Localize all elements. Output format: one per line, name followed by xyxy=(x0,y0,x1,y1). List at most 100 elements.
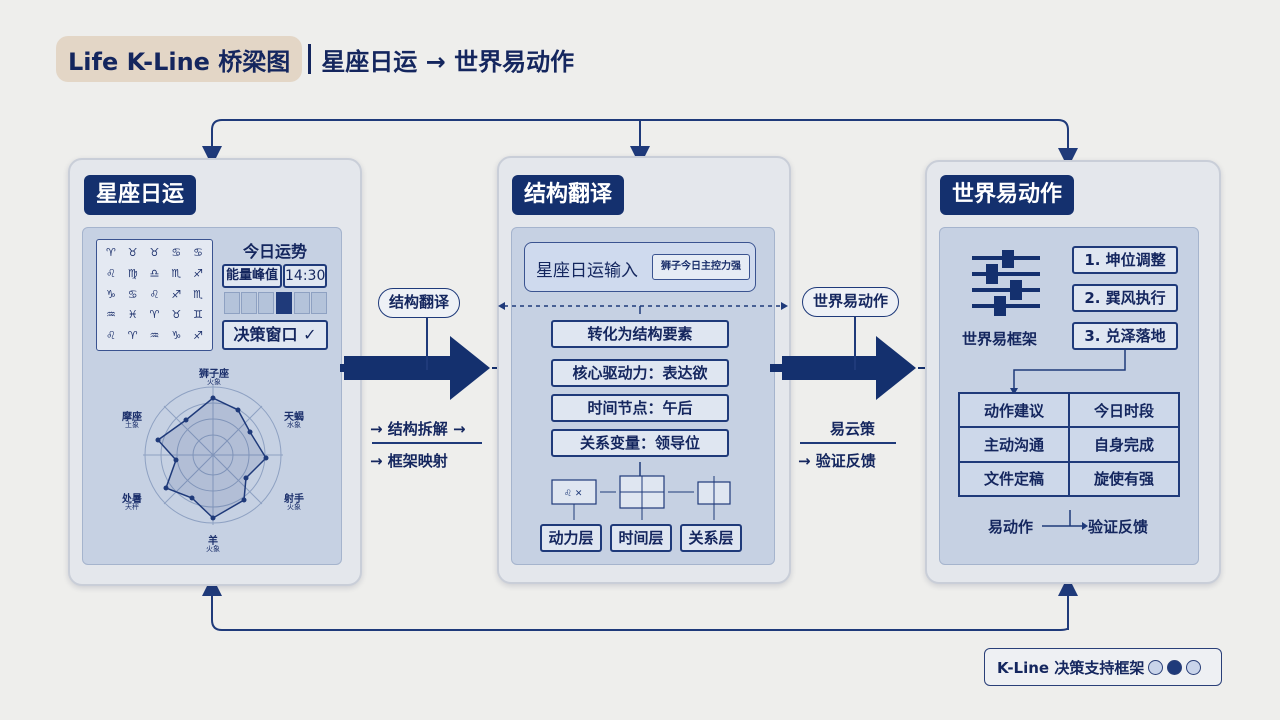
sliders-icon xyxy=(972,250,1040,316)
energy-peak-label: 能量峰值 xyxy=(222,264,282,288)
zodiac-glyph: ♑ xyxy=(105,287,116,301)
framework-label: 世界易框架 xyxy=(962,330,1038,348)
radar-sublabel-right: 水象 xyxy=(287,421,301,429)
svg-text:♌ ✕: ♌ ✕ xyxy=(564,489,582,499)
zodiac-glyph: ♌ xyxy=(105,266,116,280)
action-table-cell: 动作建议 xyxy=(959,393,1069,428)
legend-dot-light xyxy=(1186,659,1202,675)
action-table-cell: 今日时段 xyxy=(1069,393,1179,428)
zodiac-radar xyxy=(143,385,283,525)
radar-label-right: 天蝎 xyxy=(284,412,304,423)
fortune-title: 今日运势 xyxy=(243,242,308,261)
zodiac-glyph: ♊ xyxy=(193,308,204,322)
world-step-3: 3. 兑泽落地 xyxy=(1072,322,1178,350)
arrow2-label-1: 易云策 xyxy=(830,420,876,438)
arrow1-oval: 结构翻译 xyxy=(378,288,461,318)
arrow1-connector xyxy=(426,310,428,370)
panel-horoscope-title: 星座日运 xyxy=(84,175,197,215)
radar-label-bottom-right: 射手 xyxy=(284,494,304,505)
layer-relation: 关系层 xyxy=(680,524,742,552)
step-4: 关系变量：领导位 xyxy=(551,429,729,457)
radar-sublabel-bottom: 火象 xyxy=(206,545,220,553)
action-table-cell: 主动沟通 xyxy=(959,427,1069,462)
title-main: Life K-Line 桥梁图 xyxy=(56,36,303,82)
world-step-2: 2. 巽风执行 xyxy=(1072,284,1178,312)
arrow2-oval: 世界易动作 xyxy=(802,287,900,317)
timeline-cell xyxy=(258,292,274,314)
action-table-cell: 自身完成 xyxy=(1069,427,1179,462)
legend-dot-light xyxy=(1148,659,1164,675)
dashed-divider xyxy=(498,302,788,314)
zodiac-glyph: ♋ xyxy=(171,246,182,259)
zodiac-glyph: ♑ xyxy=(171,329,182,343)
input-tag: 狮子今日主控力强 xyxy=(652,254,750,280)
panel-translation-title: 结构翻译 xyxy=(512,175,625,215)
step-2: 核心驱动力：表达欲 xyxy=(551,359,729,387)
radar-sublabel-bottom-left: 天秤 xyxy=(125,503,139,511)
zodiac-glyph: ♒ xyxy=(149,329,160,343)
step-1: 转化为结构要素 xyxy=(551,320,729,348)
arrow1-label-1: → 结构拆解 → xyxy=(370,420,466,438)
structure-icons: ♌ ✕ xyxy=(551,462,731,520)
panel-world-action-title: 世界易动作 xyxy=(940,175,1075,215)
big-arrow-1 xyxy=(340,336,500,400)
arrow2-label-2: → 验证反馈 xyxy=(798,452,876,470)
timeline-cell xyxy=(224,292,240,314)
zodiac-glyph: ♓ xyxy=(127,308,138,322)
radar-sublabel-left: 土象 xyxy=(125,421,139,429)
world-step-connector xyxy=(1010,350,1126,395)
action-table-cell: 文件定稿 xyxy=(959,461,1069,496)
zodiac-glyph: ♋ xyxy=(193,246,204,259)
step-3: 时间节点：午后 xyxy=(551,394,729,422)
action-table-cell: 旋使有强 xyxy=(1069,461,1179,496)
arrow1-divider xyxy=(372,442,482,444)
radar-sublabel-top: 火象 xyxy=(207,378,221,386)
radar-label-left: 摩座 xyxy=(122,412,142,423)
radar-label-top: 狮子座 xyxy=(199,369,229,380)
legend-dot-dark xyxy=(1167,659,1183,675)
zodiac-glyph: ♌ xyxy=(105,329,116,343)
zodiac-glyph: ♏ xyxy=(193,287,204,301)
zodiac-glyph: ♋ xyxy=(127,287,138,301)
radar-label-bottom-left: 处暑 xyxy=(122,494,142,505)
energy-peak-time: 14:30 xyxy=(283,264,327,288)
zodiac-glyph: ♐ xyxy=(193,266,204,280)
zodiac-glyph: ♉ xyxy=(171,308,182,322)
arrow1-label-2: → 框架映射 xyxy=(370,452,448,470)
radar-sublabel-bottom-right: 火象 xyxy=(287,503,301,511)
zodiac-glyph: ♌ xyxy=(149,287,160,301)
zodiac-glyph: ♈ xyxy=(127,329,138,343)
legend: K-Line 决策支持框架 xyxy=(984,648,1222,686)
timeline-cell xyxy=(294,292,310,314)
flow-to: 验证反馈 xyxy=(1088,518,1149,536)
timeline-cell-active xyxy=(276,292,292,314)
legend-label: K-Line 决策支持框架 xyxy=(997,658,1145,677)
flow-from: 易动作 xyxy=(988,518,1034,536)
world-step-1: 1. 坤位调整 xyxy=(1072,246,1178,274)
zodiac-glyph: ♈ xyxy=(149,308,160,322)
zodiac-glyph: ♎ xyxy=(149,266,160,280)
radar-label-bottom: 羊 xyxy=(208,536,218,547)
flow-arrow xyxy=(1042,510,1088,530)
timeline-cell xyxy=(311,292,327,314)
action-table: 动作建议今日时段主动沟通自身完成文件定稿旋使有强 xyxy=(958,392,1180,497)
title-sub: 星座日运 → 世界易动作 xyxy=(321,47,575,76)
title-separator xyxy=(308,44,312,74)
zodiac-glyph: ♐ xyxy=(171,287,182,301)
layer-dynamics: 动力层 xyxy=(540,524,602,552)
zodiac-glyph: ♐ xyxy=(193,329,204,343)
zodiac-grid: ♈♉♉♋♋♌♍♎♏♐♑♋♌♐♏♒♓♈♉♊♌♈♒♑♐ xyxy=(96,239,213,351)
zodiac-glyph: ♒ xyxy=(105,308,116,322)
zodiac-glyph: ♈ xyxy=(105,246,116,259)
arrow2-divider xyxy=(800,442,896,444)
zodiac-glyph: ♍ xyxy=(127,266,138,280)
zodiac-glyph: ♉ xyxy=(149,246,160,259)
timeline-cell xyxy=(241,292,257,314)
decision-window: 决策窗口 ✓ xyxy=(222,320,328,350)
title-row: Life K-Line 桥梁图 星座日运 → 世界易动作 xyxy=(56,36,574,82)
input-label: 星座日运输入 xyxy=(536,261,638,281)
arrow2-connector xyxy=(854,312,856,370)
zodiac-glyph: ♏ xyxy=(171,266,182,280)
layer-time: 时间层 xyxy=(610,524,672,552)
